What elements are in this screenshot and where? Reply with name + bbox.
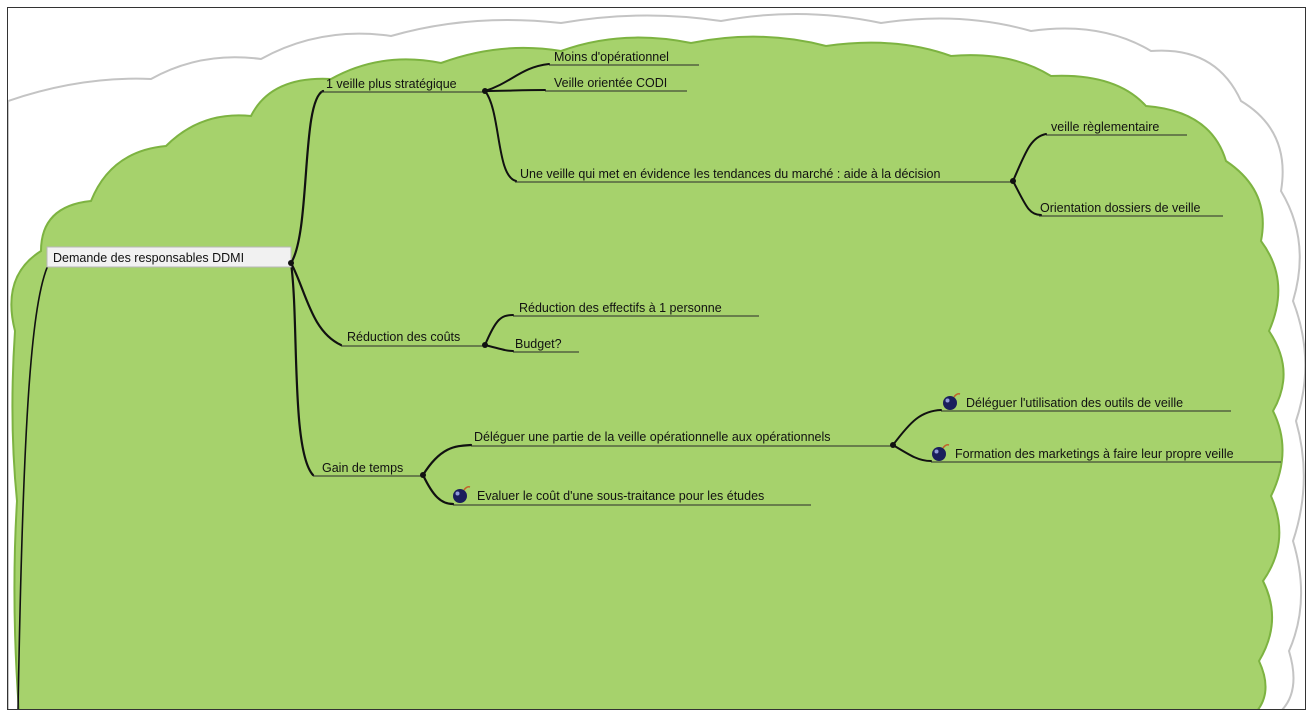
child-label: Budget? <box>515 337 562 351</box>
child-label: Une veille qui met en évidence les tenda… <box>520 167 940 181</box>
connector-b3-to-c2 <box>421 473 455 506</box>
connector-root-to-branch-1 <box>289 89 325 265</box>
green-cloud-boundary <box>10 35 1285 709</box>
child-node-subcontracting-cost[interactable]: Evaluer le coût d'une sous-traitance pou… <box>453 486 811 506</box>
connector-b2-to-c2 <box>484 344 514 352</box>
branch-label: 1 veille plus stratégique <box>326 77 457 91</box>
grandchild-node-delegate-tools[interactable]: Déléguer l'utilisation des outils de vei… <box>941 393 1231 412</box>
connector-c3-to-g1 <box>1012 133 1047 182</box>
connector-b1-to-c3 <box>484 90 517 182</box>
child-node-market-trends[interactable]: Une veille qui met en évidence les tenda… <box>515 167 1013 183</box>
grandchild-node-regulatory-watch[interactable]: veille règlementaire <box>1046 120 1187 136</box>
root-node-label: Demande des responsables DDMI <box>53 251 244 265</box>
grandchild-node-marketing-training[interactable]: Formation des marketings à faire leur pr… <box>931 444 1281 463</box>
child-label: Déléguer une partie de la veille opérati… <box>474 430 831 444</box>
child-label: Moins d'opérationnel <box>554 50 669 64</box>
grandchild-label: Formation des marketings à faire leur pr… <box>955 447 1234 461</box>
connector-d1-to-g2 <box>892 444 932 462</box>
root-node-box <box>46 246 292 268</box>
connector-c3-to-g2 <box>1012 180 1042 216</box>
connector-lines <box>17 63 1047 709</box>
connector-root-to-branch-2 <box>289 261 343 347</box>
child-node-less-operational[interactable]: Moins d'opérationnel <box>549 50 699 66</box>
branch-node-time-saving[interactable]: Gain de temps <box>313 461 423 477</box>
child-node-budget[interactable]: Budget? <box>513 337 579 353</box>
connector-b3-to-c1 <box>421 443 473 477</box>
branch-node-strategic-watch[interactable]: 1 veille plus stratégique <box>321 77 485 93</box>
connector-b1-to-c1 <box>484 63 550 92</box>
grandchild-label: Déléguer l'utilisation des outils de vei… <box>966 396 1183 410</box>
junction-dots <box>288 88 1016 478</box>
grandchild-label: Orientation dossiers de veille <box>1040 201 1201 215</box>
bomb-icon <box>943 393 961 410</box>
child-label: Veille orientée CODI <box>554 76 667 90</box>
branch-label: Réduction des coûts <box>347 330 460 344</box>
branch-label: Gain de temps <box>322 461 403 475</box>
grandchild-label: veille règlementaire <box>1051 120 1159 134</box>
connector-root-down <box>17 262 50 709</box>
mindmap-canvas: Demande des responsables DDMI 1 veille p… <box>7 7 1306 710</box>
child-label: Réduction des effectifs à 1 personne <box>519 301 722 315</box>
bomb-icon <box>453 486 471 503</box>
child-node-staff-reduction[interactable]: Réduction des effectifs à 1 personne <box>513 301 759 317</box>
mindmap-diagram: Demande des responsables DDMI 1 veille p… <box>8 12 1305 709</box>
grandchild-node-watch-files[interactable]: Orientation dossiers de veille <box>1039 201 1223 217</box>
child-label: Evaluer le coût d'une sous-traitance pou… <box>477 489 764 503</box>
connector-d1-to-g1 <box>892 409 942 446</box>
root-node[interactable]: Demande des responsables DDMI <box>46 246 292 268</box>
branch-node-cost-reduction[interactable]: Réduction des coûts <box>341 330 485 347</box>
child-node-delegate-watch[interactable]: Déléguer une partie de la veille opérati… <box>471 430 893 447</box>
bomb-icon <box>932 444 950 461</box>
connector-b2-to-c1 <box>484 314 514 346</box>
connector-b1-to-c2 <box>484 89 546 92</box>
child-node-codi-watch[interactable]: Veille orientée CODI <box>545 76 687 92</box>
connector-root-to-branch-3 <box>289 261 315 477</box>
